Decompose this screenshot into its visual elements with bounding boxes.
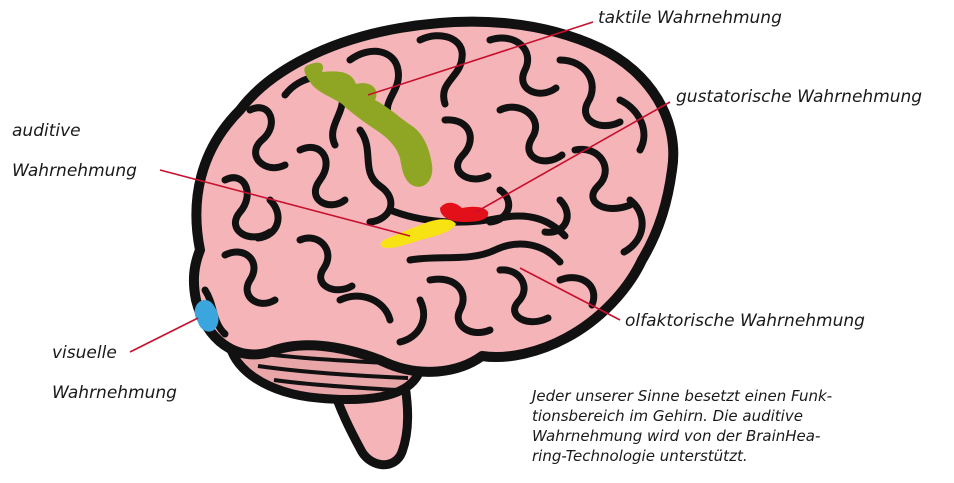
label-visual-line1: visuelle bbox=[52, 343, 117, 363]
label-gustatory-perception: gustatorische Wahrnehmung bbox=[676, 87, 922, 107]
label-olfactory-perception: olfaktorische Wahrnehmung bbox=[625, 311, 865, 331]
label-auditory-line2: Wahrnehmung bbox=[12, 161, 137, 181]
label-tactile-perception: taktile Wahrnehmung bbox=[598, 8, 782, 28]
leader-line-visual bbox=[130, 318, 198, 352]
caption: Jeder unserer Sinne besetzt einen Funk- … bbox=[532, 386, 884, 466]
caption-line: Jeder unserer Sinne besetzt einen Funk- bbox=[532, 386, 884, 406]
caption-line: tionsbereich im Gehirn. Die auditive bbox=[532, 406, 884, 426]
label-auditory-line1: auditive bbox=[12, 121, 81, 141]
caption-line: Wahrnehmung wird von der BrainHea- bbox=[532, 426, 884, 446]
caption-line: ring-Technologie unterstützt. bbox=[532, 446, 884, 466]
label-visual-line2: Wahrnehmung bbox=[52, 383, 177, 403]
